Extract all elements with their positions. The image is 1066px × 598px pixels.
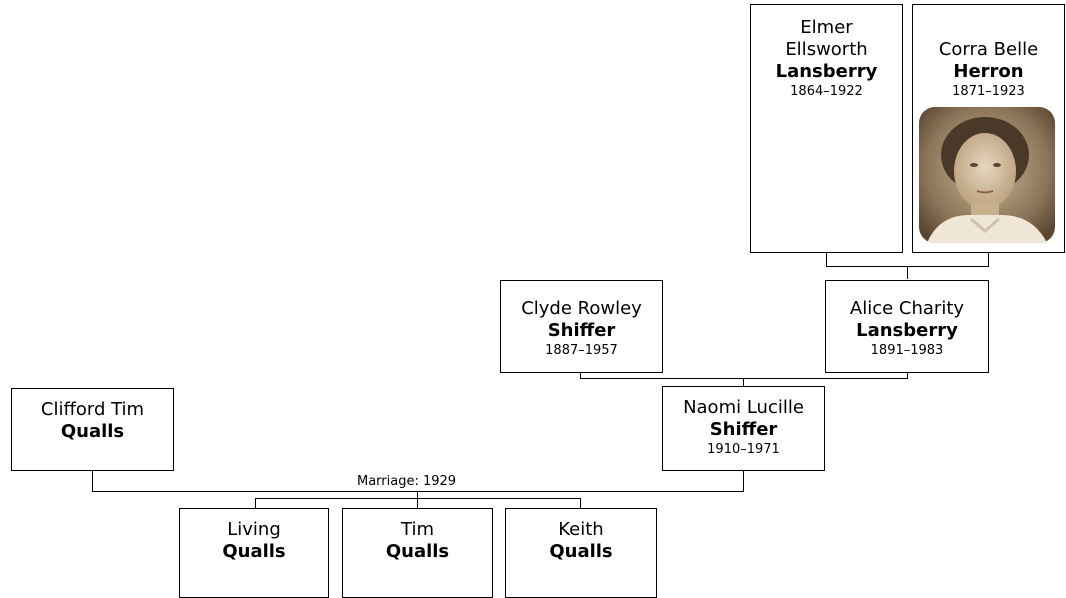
connector-line (907, 372, 908, 379)
given-name: Corra Belle (938, 39, 1039, 60)
surname: Shiffer (547, 320, 616, 341)
life-years: 1887–1957 (545, 343, 618, 358)
person-box-tim[interactable]: Tim Qualls (342, 508, 493, 598)
person-box-alice[interactable]: Alice Charity Lansberry 1891–1983 (825, 280, 989, 373)
connector-line (580, 372, 581, 379)
connector-line (417, 491, 418, 499)
given-name: Elmer Ellsworth (785, 17, 868, 60)
person-box-clifford[interactable]: Clifford Tim Qualls (11, 388, 174, 471)
connector-line (92, 470, 93, 492)
life-years: 1864–1922 (790, 84, 863, 99)
given-name: Clyde Rowley (521, 298, 642, 319)
given-name: Keith (558, 519, 604, 540)
given-name: Clifford Tim (40, 399, 145, 420)
given-name: Naomi Lucille (683, 397, 804, 418)
given-name: Living (227, 519, 281, 540)
person-box-naomi[interactable]: Naomi Lucille Shiffer 1910–1971 (662, 386, 825, 471)
portrait-photo (919, 107, 1055, 243)
connector-line (988, 252, 989, 267)
life-years: 1891–1983 (870, 343, 944, 358)
surname: Herron (953, 61, 1024, 82)
surname: Qualls (549, 541, 613, 562)
connector-line (907, 266, 908, 279)
surname: Shiffer (709, 419, 778, 440)
person-box-elmer[interactable]: Elmer Ellsworth Lansberry 1864–1922 (750, 4, 903, 253)
marriage-line (92, 491, 744, 492)
surname: Qualls (60, 421, 125, 442)
connector-line (826, 252, 827, 267)
person-box-living[interactable]: Living Qualls (179, 508, 329, 598)
given-name: Alice Charity (849, 298, 965, 319)
person-box-clyde[interactable]: Clyde Rowley Shiffer 1887–1957 (500, 280, 663, 373)
life-years: 1871–1923 (952, 84, 1025, 99)
life-years: 1910–1971 (707, 442, 780, 457)
given-name: Tim (401, 519, 434, 540)
person-box-keith[interactable]: Keith Qualls (505, 508, 657, 598)
surname: Lansberry (856, 320, 958, 341)
connector-line (417, 498, 418, 508)
connector-line (580, 378, 908, 379)
surname: Qualls (385, 541, 450, 562)
connector-line (580, 498, 581, 508)
surname: Qualls (222, 541, 286, 562)
connector-line (255, 498, 256, 508)
connector-line (743, 378, 744, 387)
marriage-label: Marriage: 1929 (355, 474, 459, 489)
person-box-corra[interactable]: Corra Belle Herron 1871–1923 (912, 4, 1065, 253)
surname: Lansberry (775, 61, 878, 82)
connector-line (743, 470, 744, 492)
connector-line (255, 498, 581, 499)
